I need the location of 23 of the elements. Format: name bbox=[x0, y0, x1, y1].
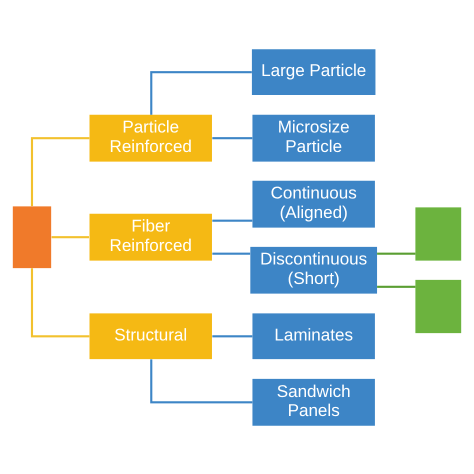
connector bbox=[212, 334, 252, 337]
node-box bbox=[12, 206, 52, 268]
node-box: Sandwich Panels bbox=[252, 378, 375, 426]
node-box bbox=[415, 279, 462, 333]
connector bbox=[212, 252, 250, 254]
node-box: Discontinuous (Short) bbox=[250, 246, 378, 294]
node-box: Large Particle bbox=[252, 48, 376, 95]
connector bbox=[212, 136, 252, 139]
connector bbox=[52, 236, 90, 238]
node-box bbox=[415, 206, 462, 260]
connector bbox=[150, 70, 252, 114]
node-box: Laminates bbox=[252, 312, 375, 359]
node-box: Particle Reinforced bbox=[90, 114, 212, 162]
node-box: Fiber Reinforced bbox=[90, 213, 212, 260]
connector bbox=[212, 219, 252, 222]
connector bbox=[150, 358, 252, 403]
connector bbox=[30, 268, 90, 337]
node-box: Continuous (Aligned) bbox=[252, 180, 375, 228]
connector bbox=[377, 252, 416, 254]
connector bbox=[377, 285, 416, 288]
connector bbox=[30, 136, 90, 206]
node-box: Microsize Particle bbox=[252, 114, 375, 162]
node-box: Structural bbox=[90, 312, 212, 359]
